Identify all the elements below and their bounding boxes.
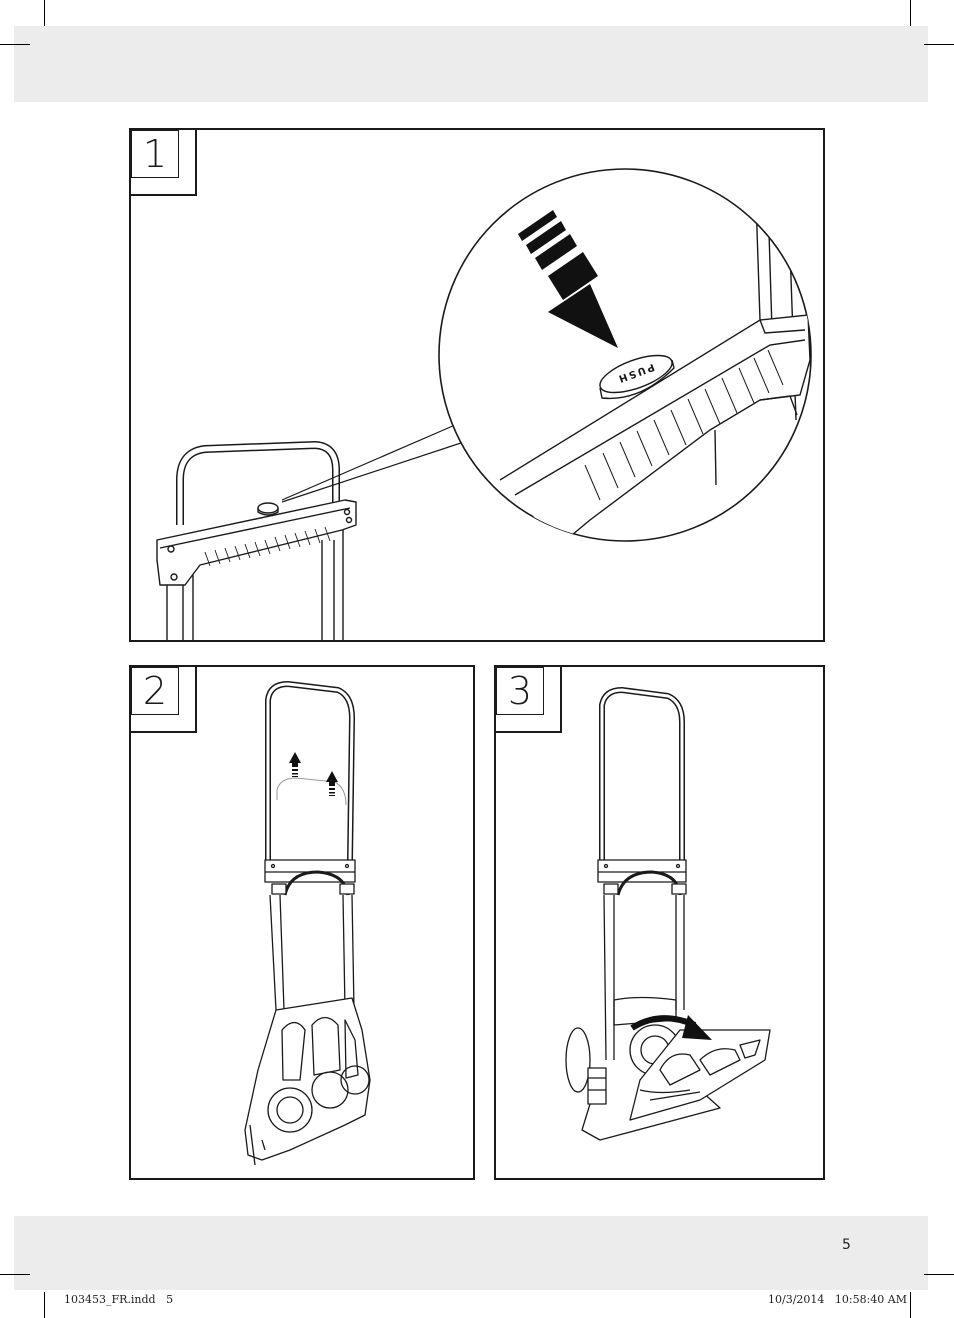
slug-file-name: 103453_FR.indd 5 (64, 1293, 173, 1306)
step-1-illustration (157, 425, 470, 645)
step-3-illustration (566, 690, 770, 1140)
step-2-illustration (245, 684, 370, 1165)
zoom-detail-circle: PUSH (439, 169, 812, 545)
slug-timestamp: 10/3/2014 10:58:40 AM (768, 1293, 907, 1306)
page-number: 5 (842, 1237, 851, 1253)
extend-up-arrows (289, 752, 338, 796)
